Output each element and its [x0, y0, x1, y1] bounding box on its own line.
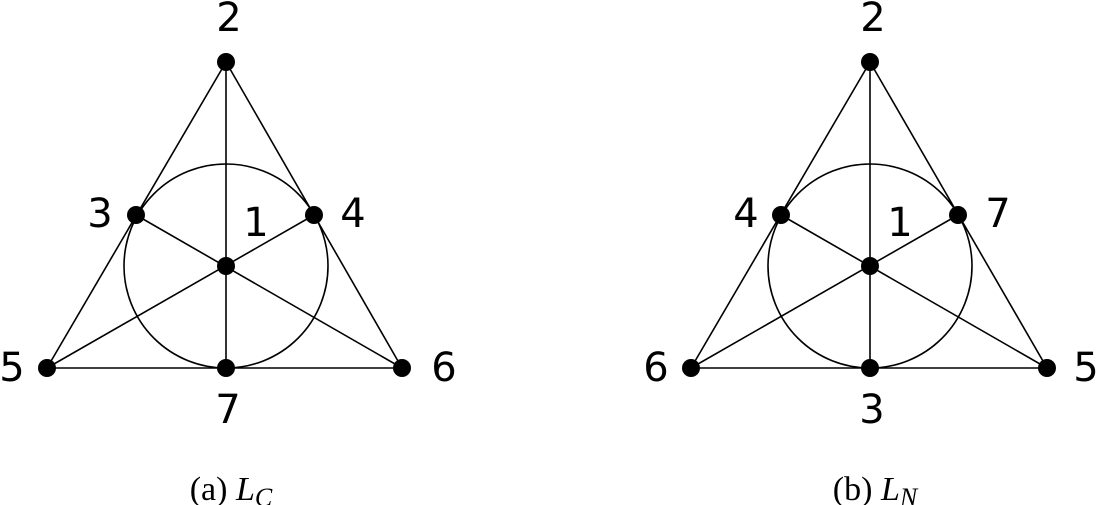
node-bottom-mid — [861, 359, 879, 377]
label-upper-left: 3 — [87, 191, 112, 237]
caption-symbol: L — [235, 471, 255, 505]
caption-prefix: (a) — [190, 471, 236, 505]
node-bottom-left — [38, 359, 56, 377]
caption-prefix: (b) — [833, 471, 881, 505]
node-center — [861, 257, 879, 275]
caption-a: (a) LC — [190, 471, 273, 505]
label-bottom-mid: 3 — [859, 387, 884, 433]
edge-median-left — [46, 214, 315, 369]
node-bottom-right — [393, 359, 411, 377]
node-bottom-left — [682, 359, 700, 377]
caption-symbol: L — [880, 471, 900, 505]
fano-plane-a: 2 3 4 1 5 6 7 (a) LC — [0, 0, 457, 505]
node-upper-right — [949, 206, 967, 224]
caption-b: (b) LN — [833, 471, 919, 505]
label-bottom-right: 6 — [431, 345, 456, 391]
node-center — [217, 257, 235, 275]
label-top: 2 — [860, 0, 885, 41]
label-center: 1 — [243, 200, 268, 246]
node-bottom-right — [1038, 359, 1056, 377]
node-top — [861, 53, 879, 71]
edge-median-right — [780, 214, 1048, 369]
caption-subscript: C — [255, 483, 273, 505]
label-bottom-mid: 7 — [215, 387, 240, 433]
label-upper-left: 4 — [733, 191, 758, 237]
edge-median-left — [690, 214, 959, 369]
label-top: 2 — [216, 0, 241, 41]
node-top — [217, 53, 235, 71]
label-upper-right: 7 — [985, 191, 1010, 237]
node-upper-right — [305, 206, 323, 224]
node-bottom-mid — [217, 359, 235, 377]
node-upper-left — [127, 206, 145, 224]
label-bottom-right: 5 — [1073, 345, 1098, 391]
node-upper-left — [772, 206, 790, 224]
edge-median-right — [135, 214, 403, 369]
label-center: 1 — [887, 200, 912, 246]
fano-plane-b: 2 4 7 1 6 5 3 (b) LN — [643, 0, 1098, 505]
caption-subscript: N — [899, 483, 919, 505]
label-bottom-left: 5 — [0, 345, 25, 391]
label-upper-right: 4 — [340, 191, 365, 237]
label-bottom-left: 6 — [643, 345, 668, 391]
